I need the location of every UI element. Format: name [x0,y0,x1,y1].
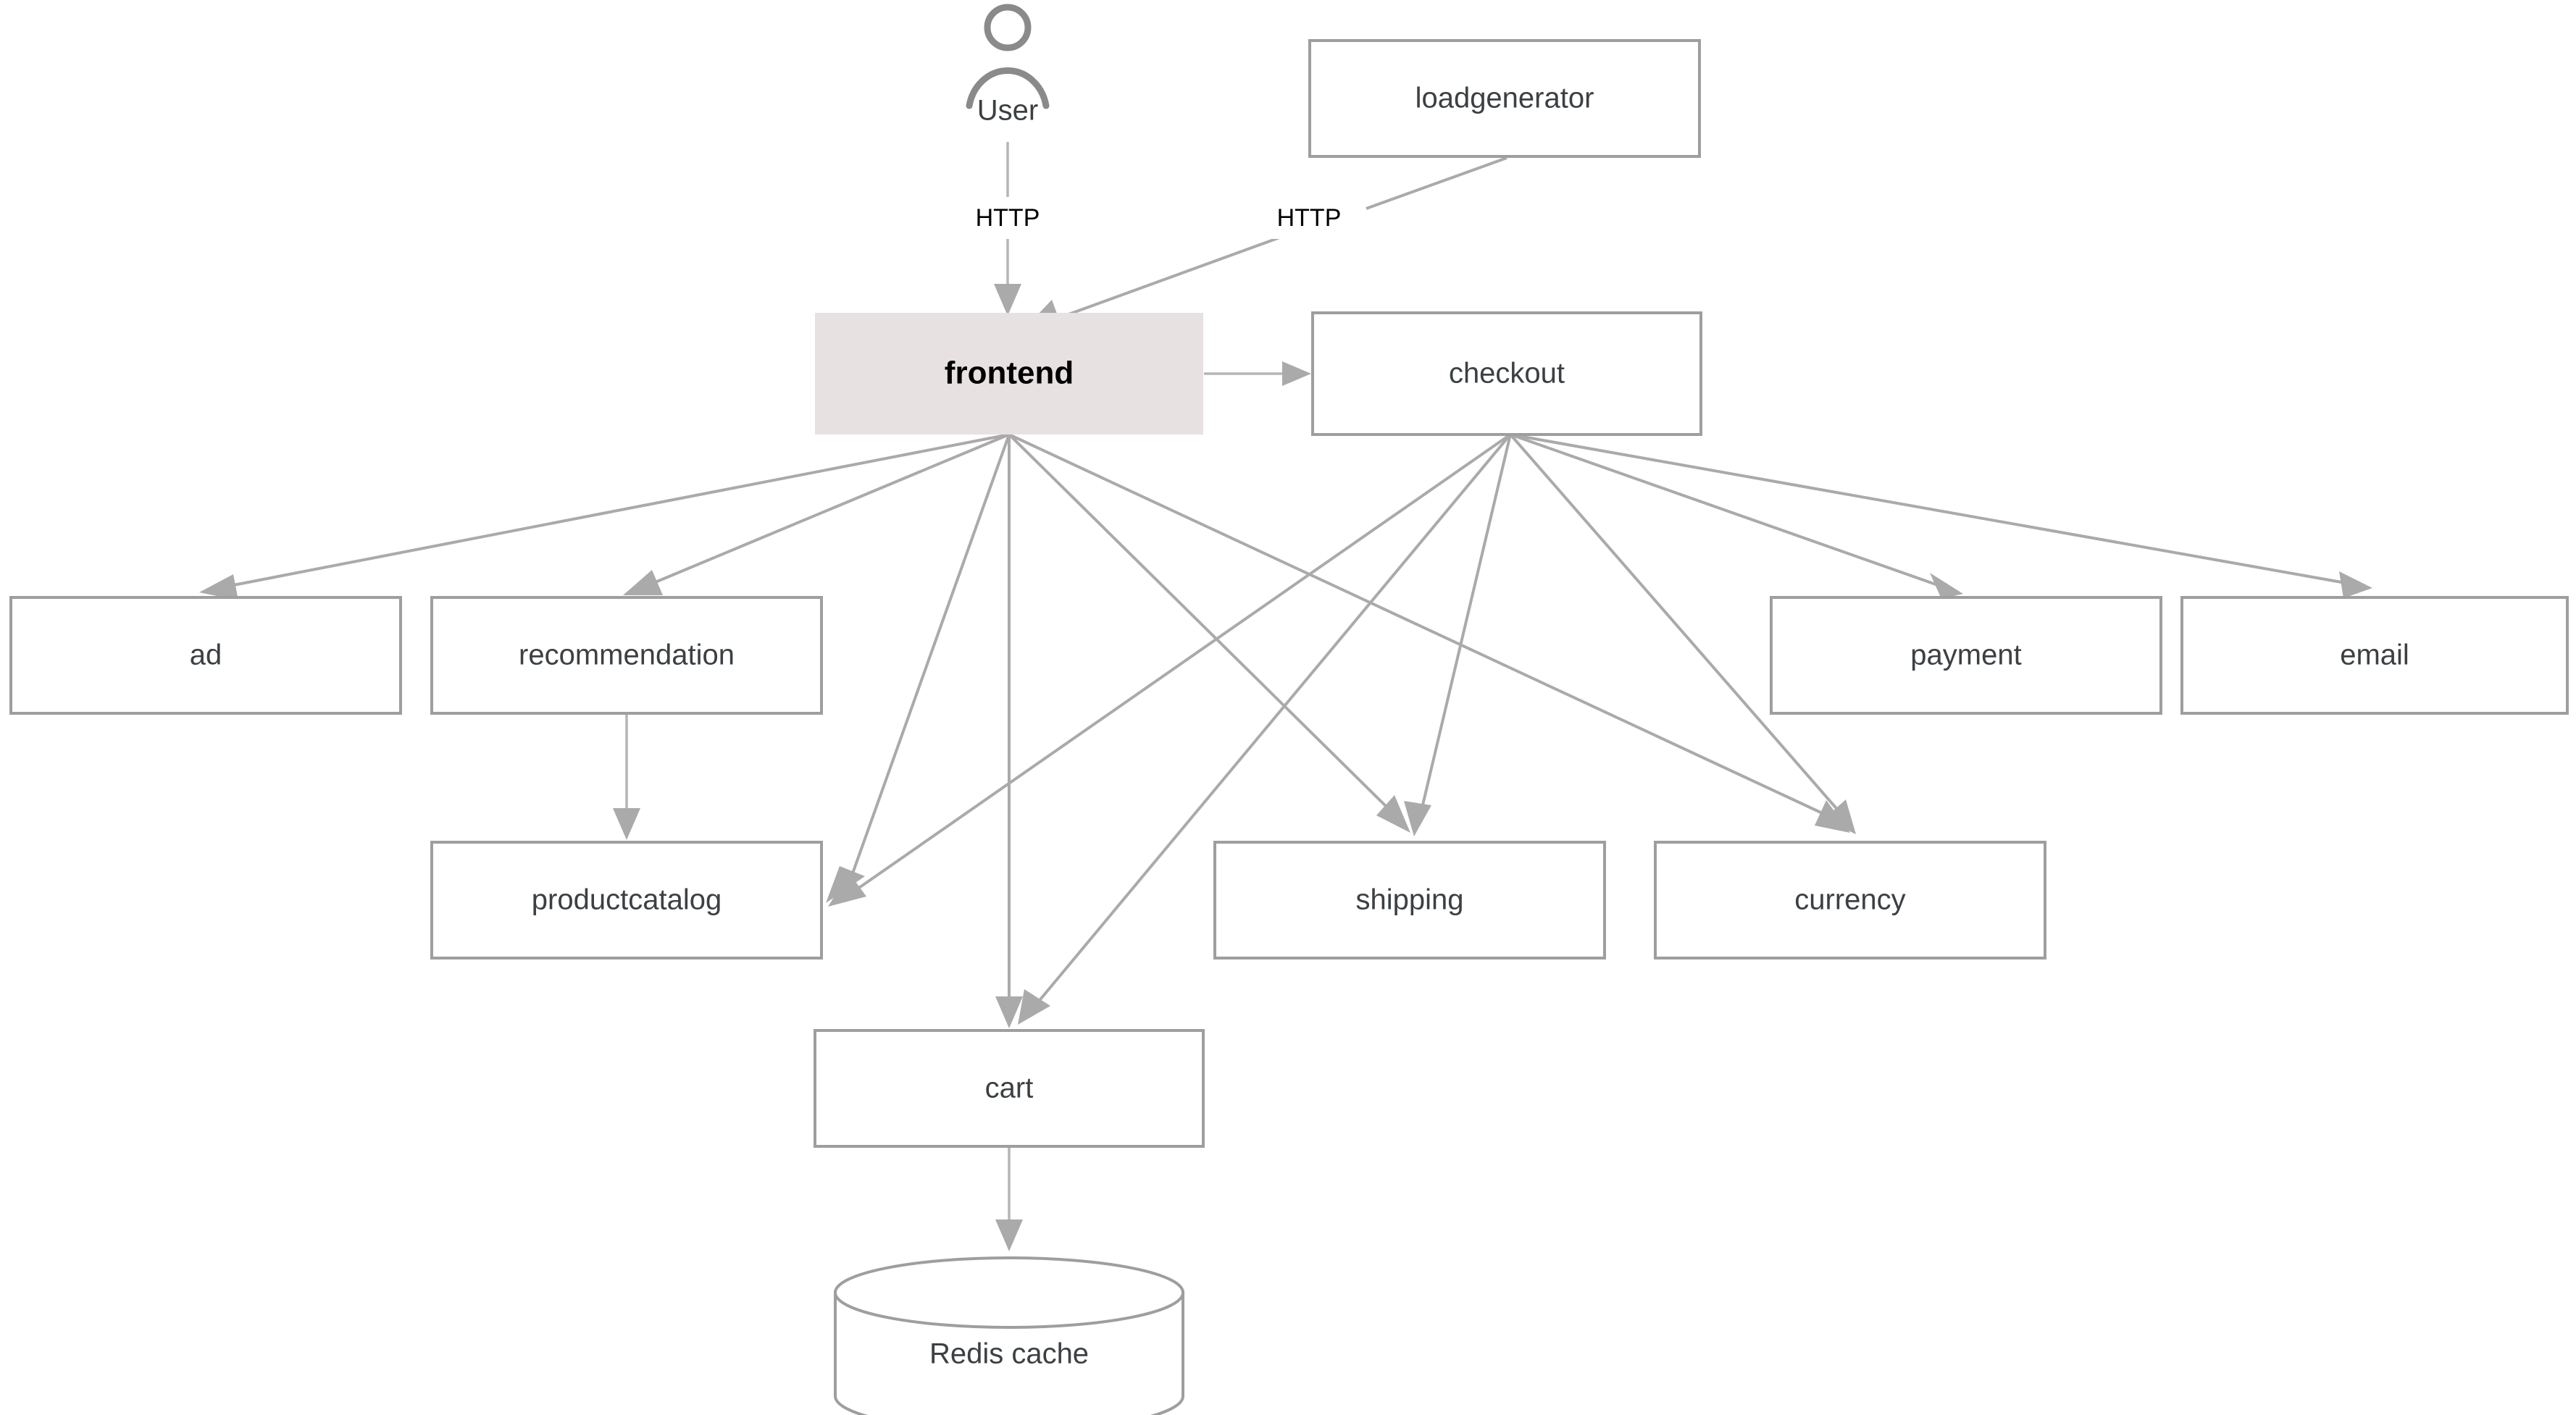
edge-label-loadgenerator-http: HTTP [1277,204,1342,232]
edge-frontend-to-productcatalog [826,434,1011,903]
node-loadgenerator-label: loadgenerator [1415,83,1594,114]
node-ad[interactable]: ad [9,596,402,715]
node-recommendation-label: recommendation [519,639,735,671]
edge-label-user-http: HTTP [976,204,1040,232]
node-cart-label: cart [985,1072,1034,1104]
node-checkout[interactable]: checkout [1311,311,1702,436]
node-shipping-label: shipping [1355,884,1463,916]
node-loadgenerator[interactable]: loadgenerator [1308,39,1701,158]
person-icon [966,4,1050,109]
edge-checkout-to-payment [1510,433,1963,599]
edge-frontend-to-ad [199,433,1010,600]
node-payment-label: payment [1910,639,2021,671]
edge-checkout-to-currency [1509,433,1856,834]
edge-checkout-to-cart [1018,433,1512,1025]
edge-frontend-to-shipping [1008,433,1410,833]
edge-label-layer: HTTP HTTP [960,200,1362,239]
node-shipping[interactable]: shipping [1213,841,1606,960]
node-email[interactable]: email [2180,596,2569,715]
node-recommendation[interactable]: recommendation [430,596,823,715]
node-rediscache-label: Redis cache [929,1338,1089,1370]
node-productcatalog-label: productcatalog [532,884,722,916]
edge-cart-to-rediscache [995,1148,1023,1251]
node-currency-label: currency [1794,884,1905,916]
edge-user-to-frontend [994,142,1021,316]
node-currency[interactable]: currency [1654,841,2046,960]
node-frontend[interactable]: frontend [815,313,1203,434]
actor-user-label: User [977,95,1038,127]
node-rediscache[interactable]: Redis cache [834,1256,1184,1415]
node-payment[interactable]: payment [1770,596,2162,715]
node-cart[interactable]: cart [814,1029,1205,1148]
edge-recommendation-to-productcatalog [613,715,640,840]
node-frontend-label: frontend [945,356,1074,391]
edge-frontend-to-checkout [1204,361,1311,386]
node-checkout-label: checkout [1449,358,1565,390]
edge-checkout-to-email [1510,433,2372,598]
edge-frontend-to-cart [995,434,1023,1028]
edge-checkout-to-productcatalog [828,433,1512,907]
edge-frontend-to-recommendation [623,433,1010,595]
node-ad-label: ad [190,639,222,671]
node-productcatalog[interactable]: productcatalog [430,841,823,960]
node-email-label: email [2340,639,2409,671]
edge-loadgenerator-to-frontend [1020,156,1507,333]
edge-checkout-to-shipping [1404,434,1512,836]
actor-user[interactable]: User [966,4,1050,127]
